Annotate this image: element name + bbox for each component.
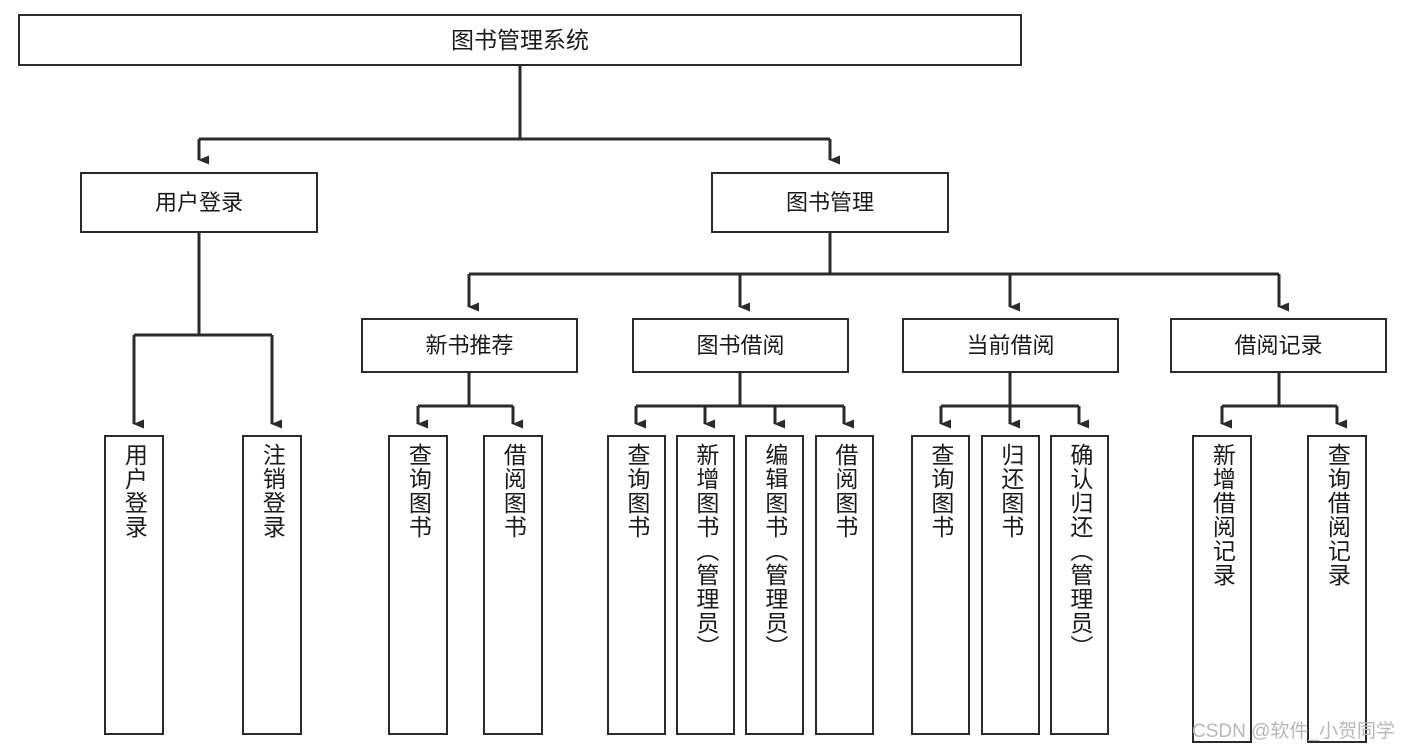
node-label: 查询图书 — [623, 443, 650, 539]
leaf-records-add-record[interactable]: 新增借阅记录 — [1192, 435, 1252, 743]
leaf-new-book-query[interactable]: 查询图书 — [388, 435, 448, 735]
node-label: 注销登录 — [259, 443, 286, 539]
leaf-current-confirm-return-admin[interactable]: 确认归还（管理员） — [1050, 435, 1109, 735]
leaf-user-login-signout[interactable]: 注销登录 — [242, 435, 302, 735]
leaf-borrow-query-book[interactable]: 查询图书 — [607, 435, 666, 735]
node-label: 借阅图书 — [831, 443, 858, 539]
leaf-user-login-signin[interactable]: 用户登录 — [104, 435, 164, 735]
node-label: 用户登录 — [121, 443, 148, 539]
csdn-watermark: CSDN @软件_小贺同学 — [1192, 721, 1395, 742]
node-label: 新增借阅记录 — [1209, 443, 1236, 587]
node-label: 确认归还（管理员） — [1066, 443, 1093, 659]
node-label: 用户登录 — [154, 189, 243, 215]
node-new-book-recommend[interactable]: 新书推荐 — [361, 318, 578, 373]
leaf-borrow-add-book-admin[interactable]: 新增图书（管理员） — [676, 435, 735, 735]
leaf-current-query-book[interactable]: 查询图书 — [911, 435, 970, 735]
node-label: 新增图书（管理员） — [692, 443, 719, 659]
leaf-current-return-book[interactable]: 归还图书 — [981, 435, 1040, 735]
node-label: 当前借阅 — [966, 332, 1055, 358]
node-label: 查询图书 — [927, 443, 954, 539]
node-label: 编辑图书（管理员） — [761, 443, 788, 659]
node-current-borrow[interactable]: 当前借阅 — [902, 318, 1119, 373]
node-label: 借阅记录 — [1234, 332, 1323, 358]
leaf-new-book-borrow[interactable]: 借阅图书 — [483, 435, 543, 735]
node-book-borrow[interactable]: 图书借阅 — [632, 318, 849, 373]
node-label: 借阅图书 — [500, 443, 527, 539]
node-label: 查询图书 — [405, 443, 432, 539]
node-borrow-records[interactable]: 借阅记录 — [1170, 318, 1387, 373]
node-label: 归还图书 — [997, 443, 1024, 539]
leaf-borrow-borrow-book[interactable]: 借阅图书 — [815, 435, 874, 735]
node-label: 图书管理系统 — [451, 26, 589, 53]
node-label: 图书管理 — [785, 189, 874, 215]
node-root-system[interactable]: 图书管理系统 — [18, 14, 1022, 66]
node-book-management[interactable]: 图书管理 — [711, 172, 949, 233]
node-label: 查询借阅记录 — [1324, 443, 1351, 587]
node-label: 图书借阅 — [696, 332, 785, 358]
node-user-login[interactable]: 用户登录 — [80, 172, 318, 233]
node-label: 新书推荐 — [425, 332, 514, 358]
leaf-borrow-edit-book-admin[interactable]: 编辑图书（管理员） — [745, 435, 804, 735]
leaf-records-query-record[interactable]: 查询借阅记录 — [1307, 435, 1367, 743]
